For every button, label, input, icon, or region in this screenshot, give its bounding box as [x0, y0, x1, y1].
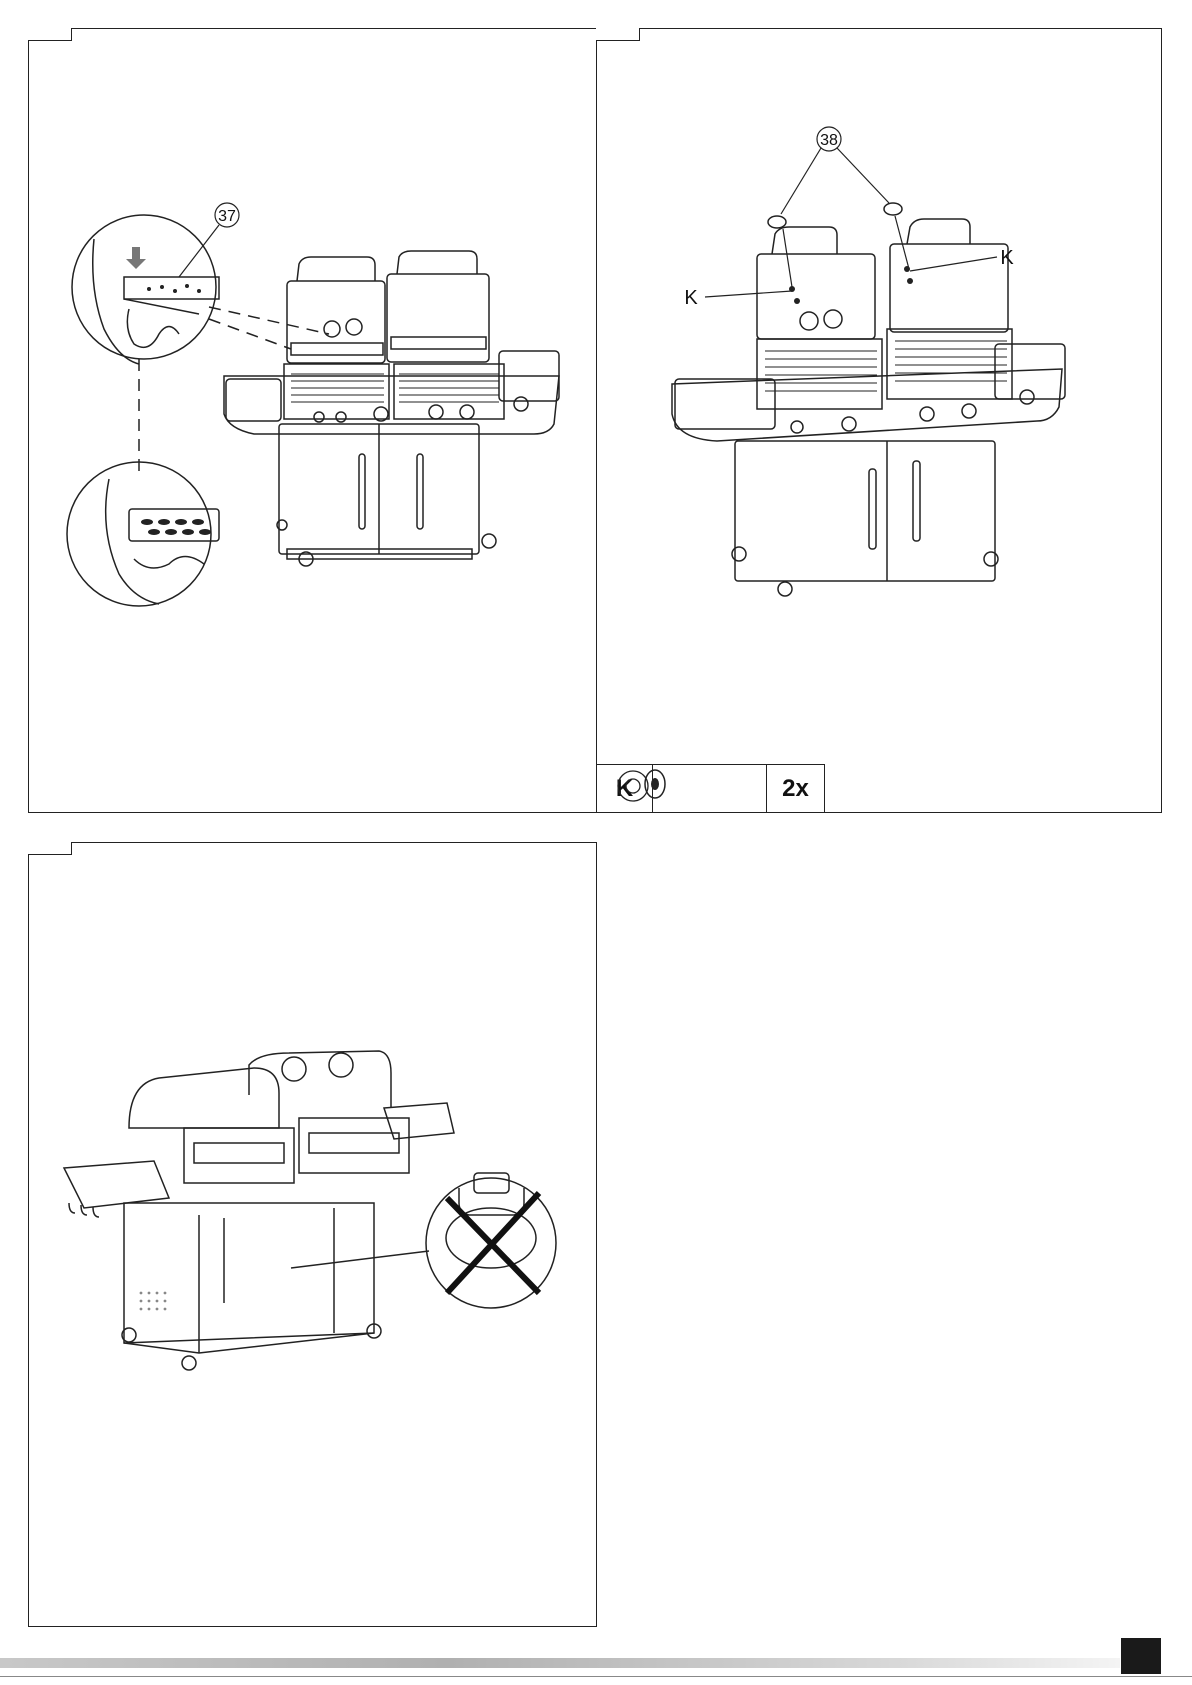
grill-lid-bumper-illustration: 38 K K: [597, 29, 1163, 814]
footer-gradient-bar: [0, 1658, 1120, 1668]
footer-rule: [0, 1676, 1192, 1677]
part-quantity: 2x: [767, 764, 825, 812]
label-k-right: K: [1000, 247, 1014, 269]
callout-38: 38: [820, 132, 838, 149]
grill-closed-illustration: [29, 843, 598, 1628]
panel-step-a: 37: [28, 28, 597, 813]
callout-37: 37: [218, 208, 236, 225]
parts-list: K 2x: [597, 764, 825, 812]
grill-warming-rack-illustration: 37: [29, 29, 598, 814]
label-k-left: K: [684, 287, 698, 309]
page-number-badge: [1121, 1638, 1161, 1674]
panel-step-b: 38 K K K 2x: [596, 28, 1162, 813]
washer-icon: [653, 764, 767, 812]
panel-step-c: [28, 842, 597, 1627]
